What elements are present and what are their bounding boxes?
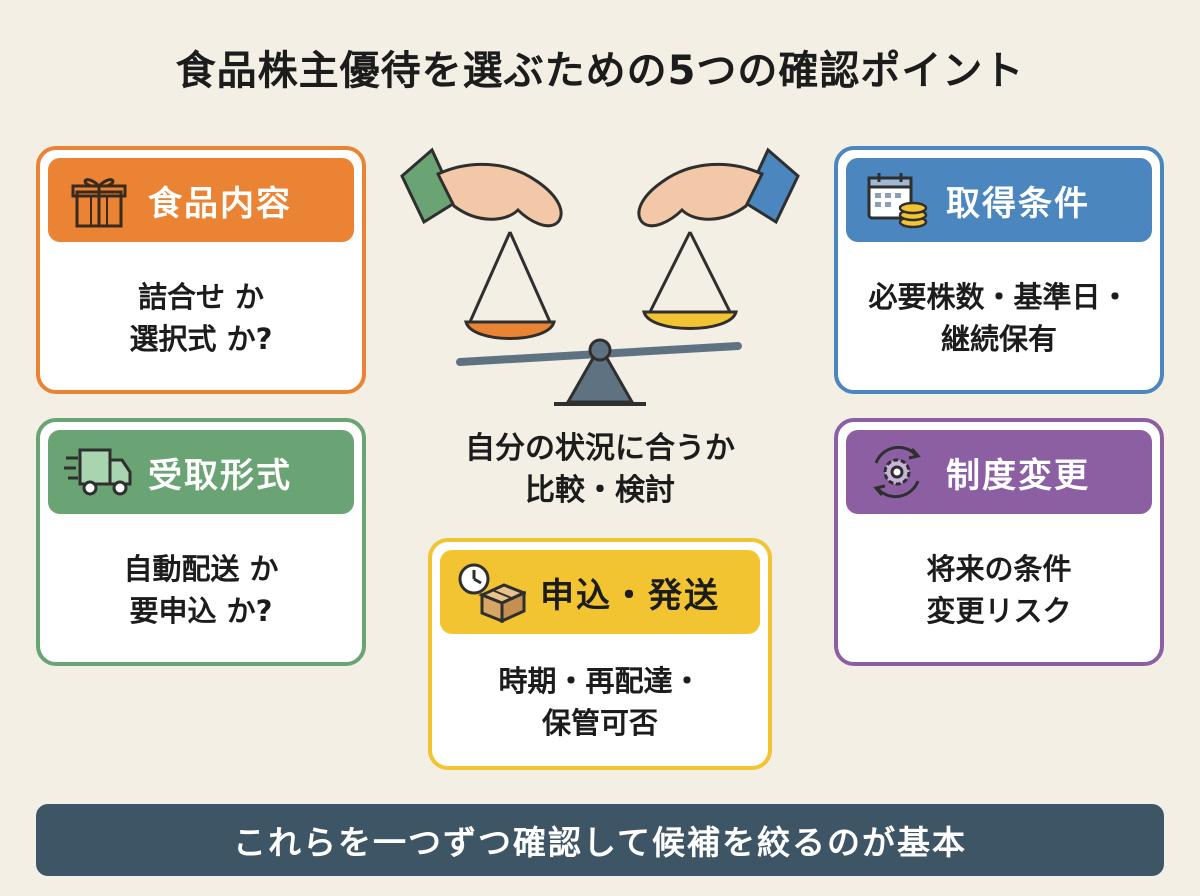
calendar-coins-icon [862, 168, 932, 232]
card-receipt-format: 受取形式 自動配送 か 要申込 か? [36, 418, 366, 666]
card-acquisition-line2: 継続保有 [940, 322, 1057, 356]
card-acquisition-title: 取得条件 [946, 183, 1090, 224]
card-system-change: 制度変更 将来の条件 変更リスク [834, 418, 1164, 666]
card-application-line1: 時期・再配達・ [498, 664, 702, 698]
card-application: 申込・発送 時期・再配達・ 保管可否 [428, 538, 772, 770]
card-acquisition-line1: 必要株数・基準日・ [868, 280, 1130, 314]
page-title: 食品株主優待を選ぶための5つの確認ポイント [175, 48, 1025, 94]
balance-scale-icon [400, 147, 800, 406]
card-system-change-header: 制度変更 [846, 430, 1152, 514]
card-receipt-format-title: 受取形式 [148, 455, 292, 496]
card-receipt-format-line2: 要申込 か? [129, 594, 273, 628]
card-food-content: 食品内容 詰合せ か 選択式 か? [36, 146, 366, 394]
card-system-change-line1: 将来の条件 [926, 552, 1072, 586]
card-system-change-body: 将来の条件 変更リスク [838, 526, 1160, 654]
card-application-header: 申込・発送 [440, 550, 760, 634]
card-food-content-line1: 詰合せ か [137, 280, 265, 314]
card-acquisition: 取得条件 必要株数・基準日・ 継続保有 [834, 146, 1164, 394]
clock-box-icon [456, 560, 526, 624]
center-caption-line2: 比較・検討 [525, 473, 675, 508]
card-food-content-title: 食品内容 [148, 183, 292, 224]
footer-text: これらを一つずつ確認して候補を絞るのが基本 [232, 823, 967, 862]
card-food-content-body: 詰合せ か 選択式 か? [40, 254, 362, 382]
center-caption: 自分の状況に合うか 比較・検討 [420, 428, 780, 512]
card-food-content-header: 食品内容 [48, 158, 354, 242]
card-acquisition-header: 取得条件 [846, 158, 1152, 242]
card-application-title: 申込・発送 [540, 575, 720, 616]
footer-banner: これらを一つずつ確認して候補を絞るのが基本 [36, 804, 1164, 876]
card-food-content-line2: 選択式 か? [129, 322, 273, 356]
card-receipt-format-body: 自動配送 か 要申込 か? [40, 526, 362, 654]
delivery-truck-icon [64, 440, 134, 504]
card-system-change-line2: 変更リスク [926, 594, 1072, 628]
gift-icon [64, 168, 134, 232]
center-caption-line1: 自分の状況に合うか [465, 431, 735, 466]
card-application-body: 時期・再配達・ 保管可否 [432, 646, 768, 758]
card-acquisition-body: 必要株数・基準日・ 継続保有 [838, 254, 1160, 382]
card-receipt-format-line1: 自動配送 か [123, 552, 279, 586]
card-receipt-format-header: 受取形式 [48, 430, 354, 514]
card-system-change-title: 制度変更 [946, 455, 1090, 496]
card-application-line2: 保管可否 [541, 706, 658, 740]
gear-cycle-icon [862, 440, 932, 504]
